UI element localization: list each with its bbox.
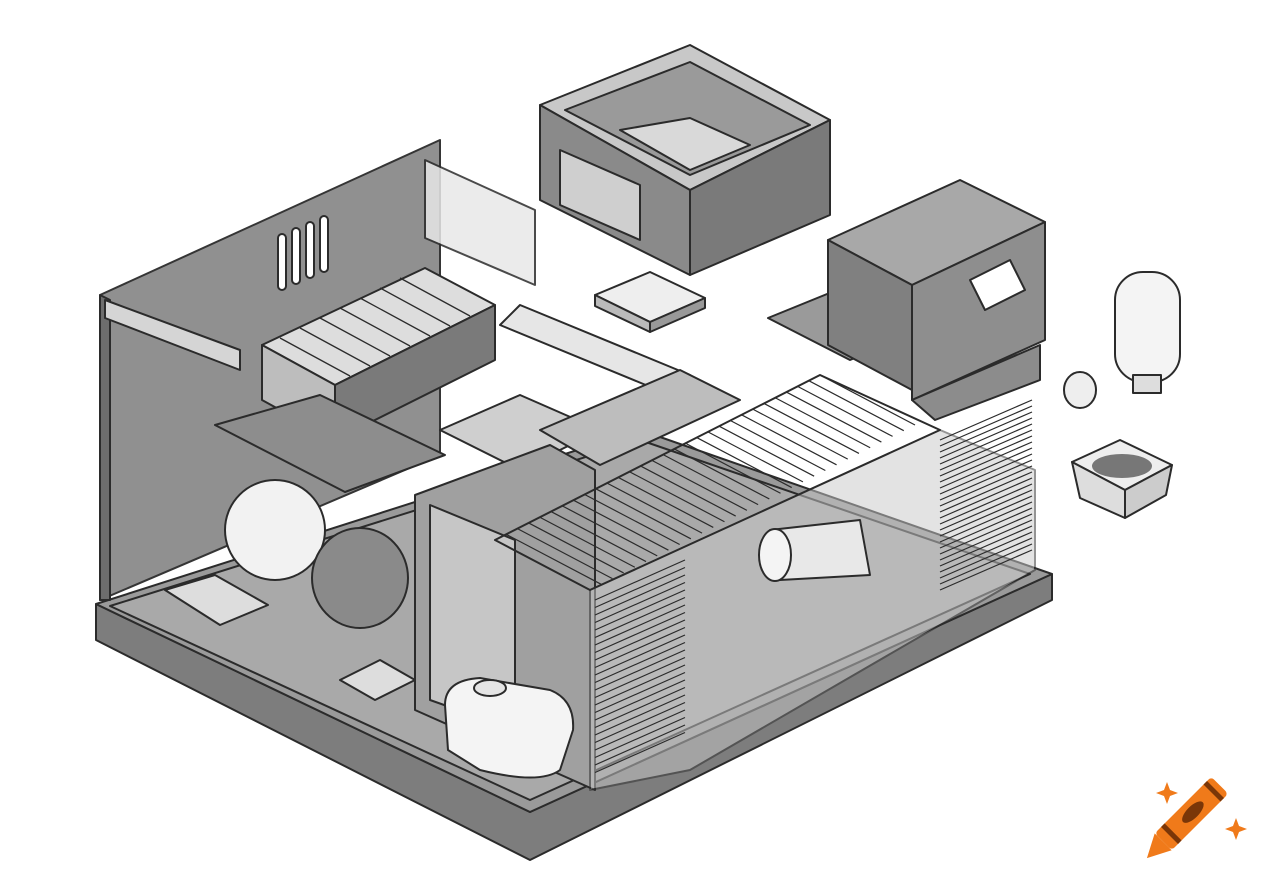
- upper-house: [767, 179, 1046, 421]
- cage-bar: [594, 589, 686, 631]
- cage-bar: [730, 419, 826, 472]
- cage-bar: [939, 411, 1033, 453]
- crayon-logo-icon: [1146, 778, 1227, 859]
- cage-bar: [617, 476, 714, 528]
- white-hideout: [444, 677, 575, 779]
- cage-bar: [594, 574, 686, 616]
- clear-tube: [758, 519, 871, 582]
- cage-bar: [939, 531, 1033, 573]
- cage-bar: [939, 441, 1033, 483]
- cage-bar: [584, 493, 680, 546]
- cage-bar: [594, 716, 686, 759]
- grate-tray: [594, 271, 706, 333]
- cage-bar: [594, 611, 686, 654]
- cage-bar: [594, 604, 686, 646]
- cage-bar: [696, 437, 793, 489]
- cage-bar: [939, 471, 1033, 513]
- cage-bar: [594, 641, 686, 684]
- cage-bar: [939, 477, 1033, 519]
- cage-bar: [939, 459, 1033, 501]
- top-box: [539, 44, 831, 276]
- cage-bar: [939, 525, 1033, 567]
- cage-bar: [707, 431, 804, 483]
- cage-bar: [594, 671, 686, 714]
- cage-bar: [939, 519, 1033, 561]
- cage-bar: [594, 581, 686, 624]
- cage-bar: [808, 380, 905, 432]
- cage-bar: [594, 656, 686, 699]
- cage-bar: [939, 435, 1033, 477]
- cage-bar: [629, 471, 725, 523]
- cage-bar: [786, 391, 882, 443]
- cage-bar: [763, 402, 860, 454]
- cage-bar: [819, 374, 916, 426]
- cage-bar: [939, 537, 1033, 579]
- cage-bar: [594, 709, 686, 751]
- food-bowl: [1071, 439, 1173, 519]
- cage-bar: [939, 447, 1033, 489]
- cage-bar: [561, 505, 658, 557]
- cage-bar: [594, 694, 686, 736]
- cage-bar: [550, 511, 647, 563]
- cage-bar: [594, 634, 686, 676]
- cage-bar: [685, 442, 781, 494]
- vent-slots: [277, 215, 329, 291]
- cage-bar: [594, 686, 686, 729]
- cage-bar: [594, 649, 686, 691]
- mid-shelf: [214, 394, 446, 493]
- cage-bar: [939, 423, 1033, 465]
- cage-bar: [797, 385, 893, 437]
- cage-bar: [651, 459, 748, 511]
- cage-bar: [741, 414, 837, 466]
- cage-bar: [528, 522, 624, 574]
- cage-bar: [939, 549, 1033, 591]
- cage-bar: [594, 559, 686, 601]
- floor-grate: [164, 574, 269, 626]
- cage-bar: [595, 488, 692, 540]
- exercise-wheel: [224, 479, 409, 629]
- cage-bar: [594, 596, 686, 639]
- cage-bar: [594, 566, 686, 609]
- cage-bar: [939, 399, 1033, 441]
- cage-bar: [939, 453, 1033, 495]
- cage-bar: [939, 507, 1033, 549]
- cage-bar: [939, 489, 1033, 531]
- cage-bar: [939, 405, 1033, 447]
- cage-bar: [594, 724, 686, 766]
- cage-bar: [939, 465, 1033, 507]
- cage-bar: [752, 408, 849, 460]
- cage-bar: [939, 501, 1033, 543]
- cage-bar: [505, 533, 602, 585]
- cage-bar: [939, 483, 1033, 525]
- wire-cage: [494, 374, 1036, 791]
- cage-bar: [594, 664, 686, 706]
- cage-bar: [774, 397, 871, 449]
- cage-bar: [939, 495, 1033, 537]
- cage-bar: [594, 619, 686, 661]
- cage-bar: [674, 448, 770, 500]
- cage-bar: [494, 539, 591, 591]
- cage-bar: [662, 454, 759, 506]
- cage-bar: [939, 543, 1033, 585]
- cage-bar: [594, 731, 686, 774]
- cage-bar: [539, 516, 636, 568]
- cage-bar: [939, 513, 1033, 555]
- cage-bar: [939, 429, 1033, 471]
- cage-bar: [594, 701, 686, 744]
- sparkle-icon: [1156, 782, 1178, 804]
- cage-bar: [594, 626, 686, 669]
- cage-bar: [718, 425, 815, 477]
- water-bottle: [1063, 271, 1181, 409]
- cage-bar: [606, 482, 703, 534]
- cage-bar: [573, 499, 669, 551]
- clear-side-panel: [424, 159, 536, 286]
- cage-bar: [640, 465, 736, 517]
- cage-bar: [939, 417, 1033, 459]
- cage-bar: [594, 679, 686, 721]
- cage-bar: [517, 528, 613, 580]
- sparkle-icon: [1225, 818, 1247, 840]
